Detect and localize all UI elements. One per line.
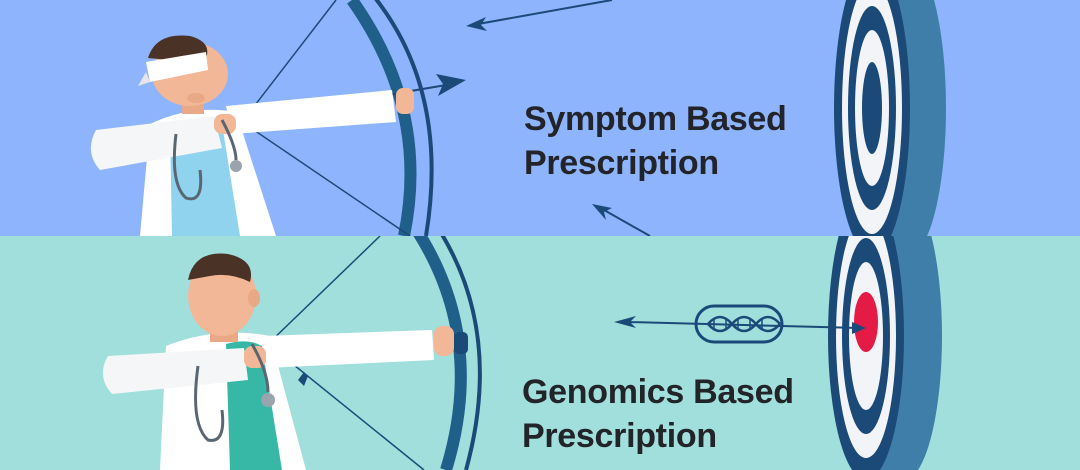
target-bullseye-icon xyxy=(828,236,942,470)
symptom-panel: Symptom Based Prescription xyxy=(0,0,1080,236)
blindfolded-doctor-icon xyxy=(90,35,414,236)
target-icon xyxy=(834,0,946,236)
genomics-caption: Genomics Based Prescription xyxy=(522,370,794,458)
doctor-archer-icon xyxy=(102,253,468,470)
symptom-caption: Symptom Based Prescription xyxy=(524,97,787,185)
symptom-caption-line2: Prescription xyxy=(524,144,719,182)
genomics-scene-art xyxy=(0,236,1080,470)
symptom-caption-line1: Symptom Based xyxy=(524,100,787,138)
stray-arrow-low-icon xyxy=(592,204,651,236)
genomics-caption-line2: Prescription xyxy=(522,417,717,455)
genomics-caption-line1: Genomics Based xyxy=(522,373,794,411)
stray-arrow-icon xyxy=(466,0,613,31)
genomics-panel: Genomics Based Prescription xyxy=(0,236,1080,470)
symptom-scene-art xyxy=(0,0,1080,236)
bow-icon xyxy=(241,0,434,236)
dna-arrow-icon xyxy=(614,304,866,344)
